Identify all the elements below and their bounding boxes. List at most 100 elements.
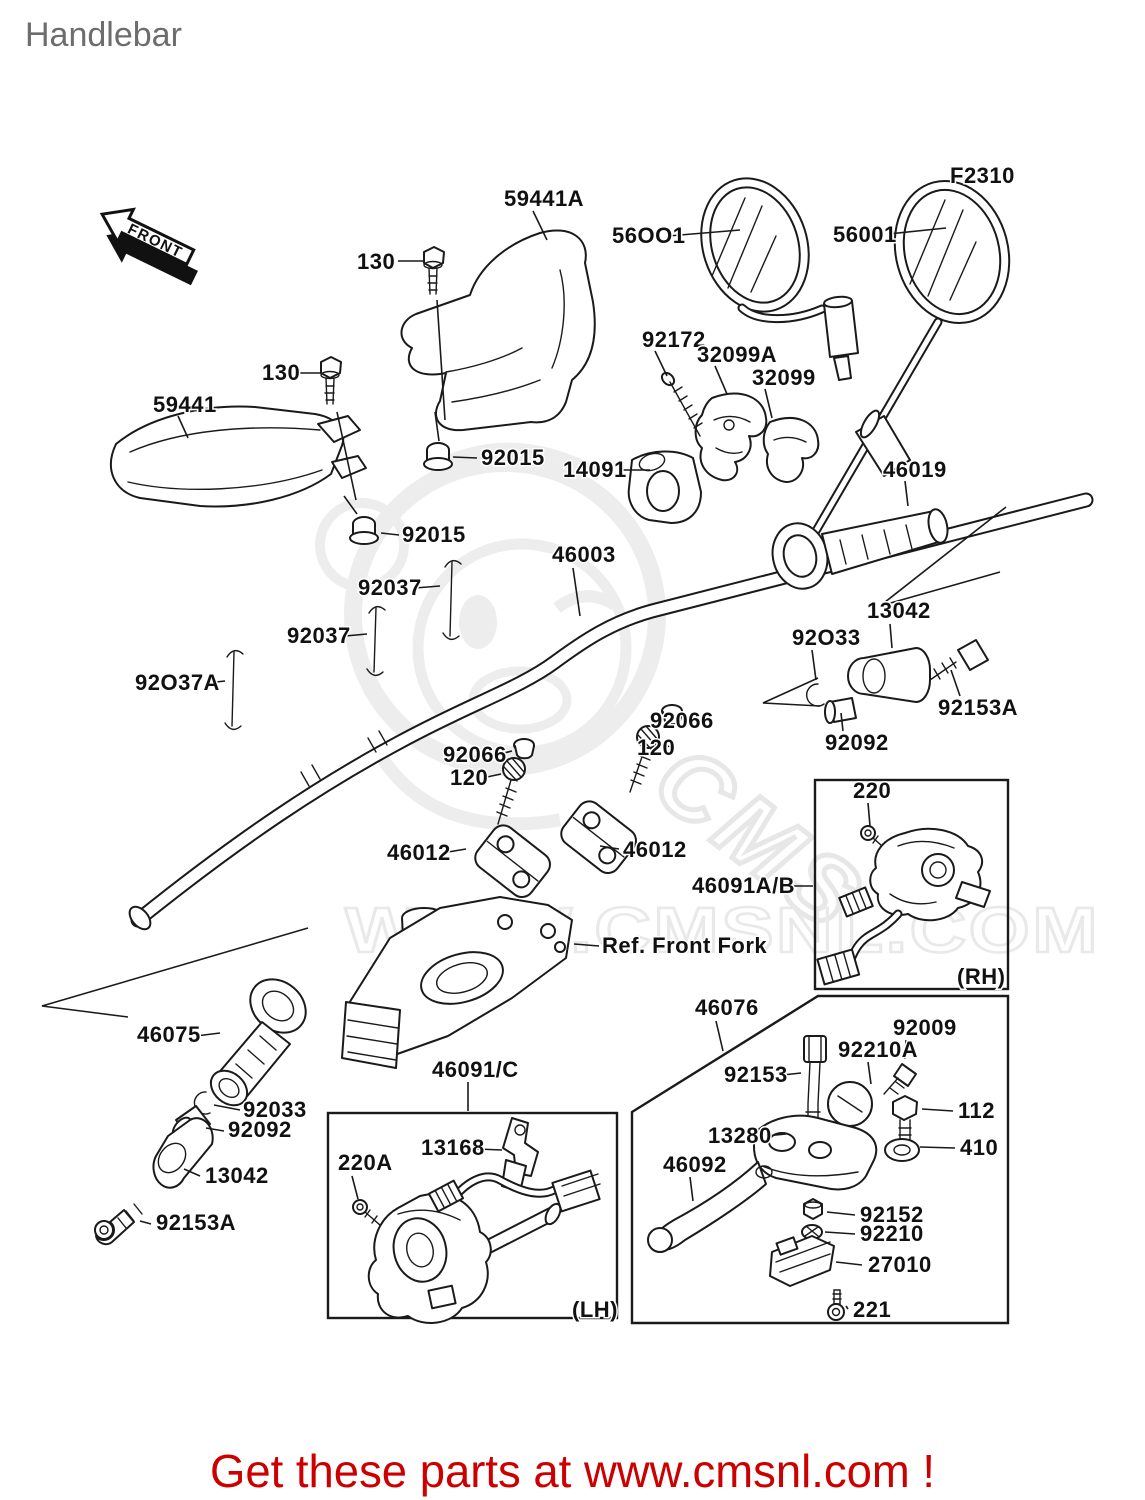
bolt-112-drawing [892, 1095, 918, 1143]
washer-410-drawing [884, 1138, 920, 1162]
part-label-59441[interactable]: 59441 [152, 391, 218, 419]
grommet-92066-right-drawing [661, 704, 683, 726]
connector-drawing [551, 1169, 601, 1213]
part-label-46076[interactable]: 46076 [694, 994, 760, 1022]
part-labels-layer: F2310 59441A 130 56OO1 56001 9217232099A32099… [134, 162, 1020, 1324]
part-label-56oo1[interactable]: 56OO1 [611, 222, 687, 250]
part-label-92210[interactable]: 92210 [859, 1220, 925, 1248]
handguard-right-59441A [400, 229, 596, 432]
part-label-46019[interactable]: 46019 [882, 456, 948, 484]
part-label-92037[interactable]: 92037 [286, 622, 352, 650]
leader-lines [41, 210, 1007, 1310]
bolt-92153A-left-drawing [94, 1203, 143, 1246]
clip-92037-b-drawing [366, 605, 386, 677]
clip-92033-left-drawing [193, 1091, 211, 1115]
clamp-46012-left-drawing [474, 824, 551, 899]
part-label-46091-c[interactable]: 46091/C [431, 1056, 520, 1084]
screw-221-drawing [827, 1289, 845, 1321]
part-label-13168[interactable]: 13168 [420, 1134, 486, 1162]
part-label-f2310[interactable]: F2310 [949, 162, 1016, 190]
part-label-221[interactable]: 221 [852, 1296, 893, 1324]
part-label-46012[interactable]: 46012 [386, 839, 452, 867]
part-label-46092[interactable]: 46092 [662, 1151, 728, 1179]
bar-end-13042-right-drawing [847, 647, 931, 703]
part-label-130[interactable]: 130 [356, 248, 397, 276]
adjuster-92210A-drawing [827, 1081, 873, 1127]
fork-crown-drawing [341, 896, 573, 1069]
clamp-46012-right-drawing [560, 800, 637, 875]
cap-92092-right-drawing [824, 697, 857, 724]
grommet-92066-left-drawing [513, 738, 535, 760]
part-label-130[interactable]: 130 [261, 359, 302, 387]
screw-220A-drawing [352, 1199, 403, 1248]
front-direction-arrow: FRONT [99, 207, 198, 286]
part-label-92015[interactable]: 92015 [401, 521, 467, 549]
part-label-lh[interactable]: (LH) [571, 1296, 619, 1324]
grip-knurl-bands [300, 730, 388, 787]
part-label-92092[interactable]: 92092 [227, 1116, 293, 1144]
page-title: Handlebar [25, 16, 182, 54]
part-label-220a[interactable]: 220A [337, 1149, 394, 1177]
part-label-220[interactable]: 220 [852, 777, 893, 805]
switch-27010-drawing [769, 1235, 835, 1287]
lever-holder-13280-drawing [753, 1114, 878, 1191]
part-label-13042[interactable]: 13042 [866, 597, 932, 625]
handguard-left-59441 [110, 405, 367, 508]
nut-92015-a-drawing [423, 442, 453, 471]
part-label-92015[interactable]: 92015 [480, 444, 546, 472]
bolt-120-left-drawing [496, 757, 526, 825]
part-label-410[interactable]: 410 [959, 1134, 1000, 1162]
bolt-130-b-drawing [320, 356, 342, 405]
clip-92033-right-drawing [806, 683, 825, 707]
part-label-92o37a[interactable]: 92O37A [134, 669, 221, 697]
part-label-59441a[interactable]: 59441A [503, 185, 586, 213]
part-label-56001[interactable]: 56001 [832, 221, 898, 249]
part-label-92172[interactable]: 92172 [641, 326, 707, 354]
nut-92152-drawing [803, 1198, 823, 1220]
clamp-32099A-drawing [694, 392, 768, 482]
bolt-92172-drawing [660, 371, 703, 437]
part-label-46091a-b[interactable]: 46091A/B [691, 872, 797, 900]
part-label-46075[interactable]: 46075 [136, 1021, 202, 1049]
screw-92009-drawing [883, 1063, 917, 1095]
part-label-32099a[interactable]: 32099A [696, 341, 779, 369]
part-label-46003[interactable]: 46003 [551, 541, 617, 569]
part-label-32099[interactable]: 32099 [751, 364, 817, 392]
grip-46075-drawing [209, 978, 307, 1107]
rh-switch-housing-drawing [816, 827, 991, 986]
part-label-13280[interactable]: 13280 [707, 1122, 773, 1150]
part-label-92009[interactable]: 92009 [892, 1014, 958, 1042]
part-label-13042[interactable]: 13042 [204, 1162, 270, 1190]
part-label-92153a[interactable]: 92153A [937, 694, 1020, 722]
part-label-27010[interactable]: 27010 [867, 1251, 933, 1279]
clip-92037-a-drawing [442, 559, 462, 641]
part-label-92066[interactable]: 92066 [649, 707, 715, 735]
part-label-92152[interactable]: 92152 [859, 1201, 925, 1229]
part-label-112[interactable]: 112 [957, 1097, 997, 1125]
bolt-120-right-drawing [629, 725, 660, 793]
lh-switch-housing-drawing [367, 1169, 601, 1324]
nut-92015-b-drawing [349, 516, 379, 545]
clutch-lever-46092-drawing [647, 1161, 773, 1253]
part-label-92210a[interactable]: 92210A [837, 1036, 920, 1064]
part-label-rh[interactable]: (RH) [956, 963, 1007, 991]
part-label-92153a[interactable]: 92153A [155, 1209, 238, 1237]
throttle-46019-drawing [771, 508, 949, 590]
bar-end-13042-left-drawing [152, 1117, 214, 1189]
part-label-ref-front-fork[interactable]: Ref. Front Fork [601, 932, 769, 960]
footer-promo-link[interactable]: Get these parts at www.cmsnl.com ! [210, 1445, 935, 1497]
bolt-92153A-right-drawing [929, 639, 989, 681]
part-label-92037[interactable]: 92037 [357, 574, 423, 602]
mirror-right-drawing [801, 179, 1011, 553]
part-label-92033[interactable]: 92033 [242, 1096, 308, 1124]
clip-92037A-drawing [224, 649, 244, 731]
part-label-120[interactable]: 120 [636, 734, 677, 762]
part-label-92153[interactable]: 92153 [723, 1061, 789, 1089]
part-label-92o33[interactable]: 92O33 [791, 624, 862, 652]
part-label-14091[interactable]: 14091 [562, 456, 628, 484]
part-label-46012[interactable]: 46012 [622, 836, 688, 864]
part-label-120[interactable]: 120 [449, 764, 490, 792]
part-label-92092[interactable]: 92092 [824, 729, 890, 757]
part-label-92066[interactable]: 92066 [442, 741, 508, 769]
